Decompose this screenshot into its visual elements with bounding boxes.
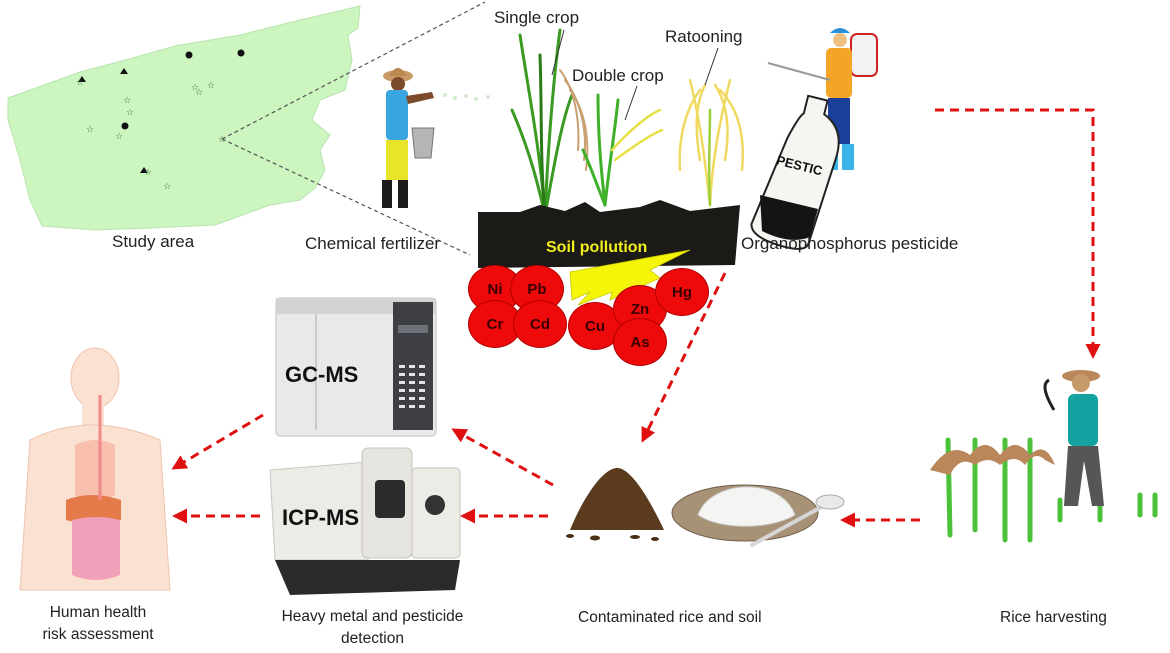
rice-harvesting-label: Rice harvesting — [1000, 609, 1107, 626]
study-area-label: Study area — [112, 232, 195, 251]
metal-cr: Cr — [468, 300, 522, 348]
metal-as: As — [613, 318, 667, 366]
flow-arrows — [171, 108, 1101, 528]
svg-text:☆: ☆ — [163, 181, 171, 191]
svg-text:☆: ☆ — [123, 95, 131, 105]
sample-circle-marker — [121, 122, 129, 130]
chemical-fertilizer-label: Chemical fertilizer — [305, 234, 441, 253]
detection-label: Heavy metal and pesticide detection — [245, 606, 500, 650]
gcms-label: GC-MS — [285, 362, 359, 387]
metal-cd: Cd — [513, 300, 567, 348]
arrow-pesticide-to-harvest — [935, 108, 1101, 359]
soil-pile-illustration — [566, 467, 664, 541]
detection-label-line2: detection — [341, 630, 404, 647]
gcms-instrument-illustration — [275, 297, 437, 437]
svg-text:☆: ☆ — [144, 167, 152, 177]
arrow-contaminated-to-gcms — [451, 428, 554, 487]
svg-text:☆: ☆ — [191, 82, 199, 92]
icpms-instrument-illustration — [269, 447, 461, 595]
rice-plant-double-crop — [581, 93, 664, 207]
svg-text:☆: ☆ — [115, 131, 123, 141]
lightning-bolt-icon — [569, 249, 691, 306]
soil-block — [478, 200, 740, 268]
arrow-gcms-to-health — [171, 413, 264, 470]
sample-circle-marker — [185, 51, 193, 59]
organophosphorus-pesticide-label: Organophosphorus pesticide — [741, 234, 959, 253]
svg-text:☆: ☆ — [207, 80, 215, 90]
detection-label-line1: Heavy metal and pesticide — [281, 608, 464, 625]
double-crop-label: Double crop — [572, 66, 664, 85]
study-area-region — [7, 5, 361, 231]
svg-text:☆: ☆ — [76, 77, 84, 87]
rice-plant-single-crop — [510, 28, 589, 217]
human-health-label-line1: Human health — [49, 604, 147, 621]
sample-circle-marker — [237, 49, 245, 57]
fertilizer-farmer-illustration — [382, 68, 490, 208]
metal-hg: Hg — [655, 268, 709, 316]
pesticide-sprayer-illustration — [750, 28, 878, 250]
rice-plant-ratooning — [678, 78, 745, 207]
soil-pollution-label: Soil pollution — [546, 239, 648, 256]
rice-harvesting-illustration — [930, 370, 1158, 543]
human-anatomy-illustration — [19, 347, 171, 591]
svg-text:☆: ☆ — [86, 124, 94, 134]
zoom-callout-lines — [221, 1, 486, 256]
sample-triangle-marker — [78, 76, 86, 82]
human-health-label-line2: risk assessment — [42, 626, 154, 643]
human-health-label: Human health risk assessment — [18, 602, 178, 646]
ratooning-label: Ratooning — [665, 27, 743, 46]
contaminated-rice-soil-label: Contaminated rice and soil — [578, 609, 762, 626]
icpms-label: ICP-MS — [282, 505, 359, 530]
study-area-map: ☆ ☆ ☆ ☆ ☆ ☆ ☆ ☆ ☆ ☆ ☆ — [7, 5, 361, 231]
arrow-soil-to-contaminated — [641, 272, 727, 443]
crop-label-leaders — [551, 29, 719, 121]
single-crop-label: Single crop — [494, 8, 580, 27]
svg-text:☆: ☆ — [195, 87, 203, 97]
sample-triangle-marker — [140, 167, 148, 173]
svg-text:☆: ☆ — [126, 107, 134, 117]
sample-triangle-marker — [120, 68, 128, 74]
rice-plate-illustration — [671, 484, 845, 547]
